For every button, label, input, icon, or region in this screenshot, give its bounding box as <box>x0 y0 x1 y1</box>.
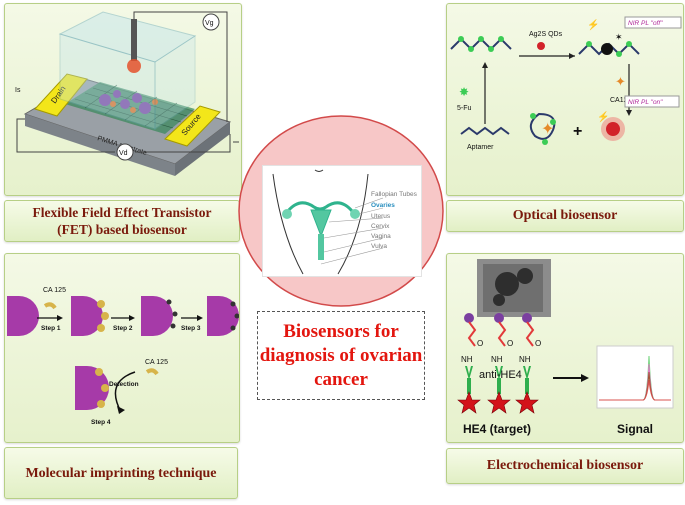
optical-target-label: CA125 <box>610 97 632 104</box>
mip-target-label: CA 125 <box>43 287 66 294</box>
mip-step-1: Step 1 <box>41 325 61 332</box>
anatomy-image: Fallopian Tubes Ovaries Uterus Cervix Va… <box>262 165 422 277</box>
optical-panel: Ag2S QDs ✶ ⚡ NIR PL "off" ✦ CA125 NIR PL… <box>446 3 684 196</box>
electro-target-label: HE4 (target) <box>463 422 531 436</box>
anatomy-label-cervix: Cervix <box>371 223 390 230</box>
optical-drug-label: 5-Fu <box>457 105 472 112</box>
fet-is-label: Is <box>15 87 21 94</box>
optical-aptamer-label: Aptamer <box>467 144 494 151</box>
svg-text:⚡: ⚡ <box>587 18 599 31</box>
electro-illustration: O O O NH NH NH anti-HE4 HE4 (target) <box>457 259 674 436</box>
fet-vd-label: Vd <box>119 150 128 157</box>
fet-panel: PMMA substrate Drain Source Vg Vd Is <box>4 3 242 196</box>
electro-panel: O O O NH NH NH anti-HE4 HE4 (target) <box>446 253 684 443</box>
electro-nh-2: NH <box>491 355 503 364</box>
svg-text:✸: ✸ <box>459 85 469 99</box>
mip-target2-label: CA 125 <box>145 359 168 366</box>
svg-text:✦: ✦ <box>615 74 626 89</box>
mip-detection-label: Detection <box>109 381 139 388</box>
electro-caption: Electrochemical biosensor <box>446 448 684 484</box>
center-title: Biosensors for diagnosis of ovarian canc… <box>257 311 425 400</box>
optical-caption: Optical biosensor <box>446 200 684 232</box>
fet-caption: Flexible Field Effect Transistor (FET) b… <box>4 200 240 242</box>
svg-text:✶: ✶ <box>615 32 623 42</box>
electro-nh-1: NH <box>461 355 473 364</box>
fet-illustration: PMMA substrate Drain Source Vg Vd Is <box>15 11 239 176</box>
svg-text:✦: ✦ <box>541 121 554 138</box>
optical-illustration: Ag2S QDs ✶ ⚡ NIR PL "off" ✦ CA125 NIR PL… <box>450 16 682 151</box>
fet-vg-label: Vg <box>205 20 214 27</box>
electro-signal-label: Signal <box>617 422 653 436</box>
anatomy-label-vagina: Vagina <box>371 233 391 240</box>
mip-illustration: CA 125 Step 1 Step 2 Step 3 Detection CA… <box>7 287 240 426</box>
anatomy-label-ovaries: Ovaries <box>371 202 395 209</box>
anatomy-label-uterus: Uterus <box>371 213 391 220</box>
mip-panel: CA 125 Step 1 Step 2 Step 3 Detection CA… <box>4 253 240 443</box>
electro-antibody-label: anti-HE4 <box>479 369 522 381</box>
svg-text:⚡: ⚡ <box>597 110 609 123</box>
electro-nh-3: NH <box>519 355 531 364</box>
mip-step-3: Step 3 <box>181 325 201 332</box>
mip-step-2: Step 2 <box>113 325 133 332</box>
electro-o-1: O <box>477 339 483 348</box>
electro-o-3: O <box>535 339 541 348</box>
mip-step-4: Step 4 <box>91 419 111 426</box>
mip-caption: Molecular imprinting technique <box>4 447 238 499</box>
optical-pl-on: NIR PL "on" <box>628 99 663 106</box>
anatomy-label-fallopian: Fallopian Tubes <box>371 191 418 198</box>
optical-plus: + <box>573 123 582 140</box>
electro-o-2: O <box>507 339 513 348</box>
optical-pl-off: NIR PL "off" <box>628 20 663 27</box>
anatomy-label-vulva: Vulva <box>371 243 387 250</box>
optical-qds-label: Ag2S QDs <box>529 31 563 38</box>
